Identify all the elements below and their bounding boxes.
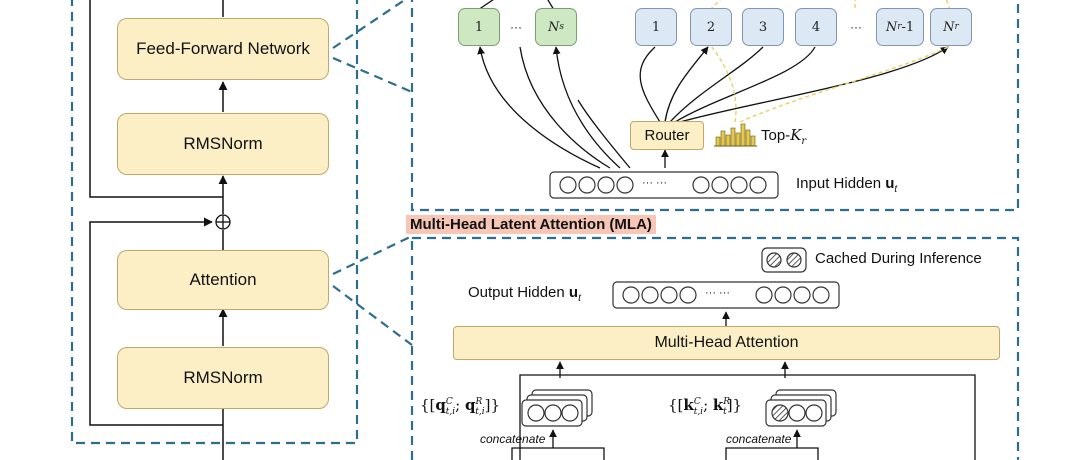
output-hidden-var: u	[568, 284, 579, 301]
routed-expert-3: 3	[742, 8, 784, 46]
input-hidden-text: Input Hidden	[796, 175, 886, 192]
cached-label: Cached During Inference	[815, 250, 982, 267]
query-stack	[521, 389, 593, 427]
key-concat-label: {[kCt,i; kRt]}	[668, 396, 743, 417]
ffn-block: Feed-Forward Network	[117, 18, 329, 80]
mla-panel-frame	[410, 236, 1020, 460]
rmsnorm-bottom-label: RMSNorm	[183, 368, 263, 387]
input-hidden-label: Input Hidden ut	[796, 175, 897, 195]
input-hidden-var: u	[885, 175, 895, 192]
input-vector-dots: ··· ···	[642, 177, 668, 189]
shared-expert-1-label: 1	[474, 19, 484, 35]
shared-expert-1: 1	[458, 8, 500, 46]
concatenate-label-k: concatenate	[726, 432, 792, 446]
topk-k: K	[790, 126, 802, 144]
output-hidden-label: Output Hidden ut	[468, 284, 581, 304]
routed-penult-n: N	[885, 19, 898, 35]
residual-path-bottom	[89, 217, 223, 426]
mha-block: Multi-Head Attention	[453, 326, 1000, 360]
residual-path-top	[89, 0, 223, 198]
rmsnorm-bottom-block: RMSNorm	[117, 347, 329, 409]
routed-expert-1-label: 1	[651, 19, 661, 35]
topk-bar-icon	[714, 123, 757, 147]
shared-ns-label: N	[548, 19, 560, 35]
router-label: Router	[644, 127, 690, 144]
attention-label: Attention	[189, 270, 257, 289]
routed-expert-1: 1	[635, 8, 677, 46]
routed-penult-suffix: -1	[901, 19, 915, 35]
ffn-label: Feed-Forward Network	[136, 39, 310, 58]
input-hidden-sub: t	[894, 184, 898, 195]
ffn-connector	[332, 0, 413, 94]
shared-expert-dots: ···	[510, 20, 522, 34]
attention-connector	[332, 235, 413, 346]
key-stack	[765, 389, 837, 427]
routed-expert-4: 4	[795, 8, 837, 46]
routed-expert-2-label: 2	[706, 19, 716, 35]
routed-expert-2: 2	[690, 8, 732, 46]
output-vector-dots: ··· ···	[705, 287, 731, 299]
moe-panel-frame	[410, 0, 1020, 212]
mla-title: Multi-Head Latent Attention (MLA)	[406, 215, 656, 234]
routed-expert-4-label: 4	[811, 19, 821, 35]
shared-ns-sub: s	[559, 22, 564, 32]
transformer-block-frame	[70, 0, 359, 445]
concatenate-label-q: concatenate	[480, 432, 546, 446]
output-hidden-text: Output Hidden	[468, 284, 569, 301]
attention-block: Attention	[117, 250, 329, 310]
routed-expert-dots: ···	[850, 20, 862, 34]
routed-expert-3-label: 3	[758, 19, 768, 35]
routed-last-sub: r	[954, 22, 959, 32]
routed-penult-sub: r	[897, 22, 902, 32]
mha-label: Multi-Head Attention	[654, 334, 799, 351]
router-block: Router	[630, 121, 704, 150]
output-hidden-sub: t	[578, 293, 581, 304]
topk-prefix: Top-	[761, 127, 791, 144]
topk-sub: r	[801, 136, 807, 147]
rmsnorm-top-label: RMSNorm	[183, 134, 263, 153]
query-concat-label: {[qCt,i; qRt,i]}	[420, 396, 501, 417]
topk-label: Top-Kr	[761, 126, 806, 147]
rmsnorm-top-block: RMSNorm	[117, 113, 329, 175]
routed-last-n: N	[943, 19, 955, 35]
